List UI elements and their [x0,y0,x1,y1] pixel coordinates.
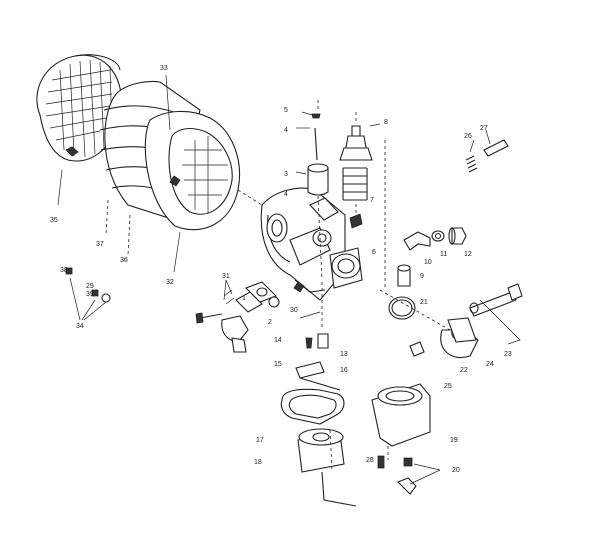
label-36: 36 [120,257,128,264]
label-32: 32 [166,279,174,286]
label-28: 28 [366,457,374,464]
label-4: 4 [284,127,288,134]
small-hardware-group [65,267,111,321]
label-24: 24 [486,361,494,368]
label-25: 25 [444,383,452,390]
idle-screw-spring [465,129,509,173]
label-9: 9 [420,273,424,280]
air-filter-housing [99,74,241,273]
float-bowl-group [280,383,441,507]
label-37: 37 [96,241,104,248]
label-8: 8 [384,119,388,126]
carb-cap-spring [339,112,386,290]
label-10: 10 [424,259,432,266]
label-29: 29 [86,283,94,290]
throttle-slide-assembly [295,100,329,281]
label-22: 22 [460,367,468,374]
label-39: 39 [86,291,94,298]
label-15: 15 [274,361,282,368]
fuel-valve-assembly [195,279,321,353]
jet-nut-parts [431,227,467,245]
label-3: 3 [284,171,288,178]
float-pin-parts [295,282,341,391]
label-34: 34 [76,323,84,330]
label-26: 26 [464,133,472,140]
label-11: 11 [440,251,447,258]
label-30: 30 [290,307,298,314]
label-20: 20 [452,467,460,474]
label-18: 18 [254,459,262,466]
label-19: 19 [450,437,458,444]
label-21: 21 [420,299,428,306]
label-16: 16 [340,367,348,374]
label-31: 31 [222,273,230,280]
label-17: 17 [256,437,264,444]
callout-labels: 1 2 3 4 5 6 7 8 9 10 11 12 13 14 15 16 1… [50,65,512,474]
label-7: 7 [370,197,374,204]
label-33: 33 [160,65,168,72]
carburetor-body [260,187,363,301]
label-6: 6 [372,249,376,256]
label-23: 23 [504,351,512,358]
label-13: 13 [340,351,348,358]
label-27: 27 [480,125,488,132]
label-14: 14 [274,337,282,344]
label-2: 2 [268,319,272,326]
vent-elbow-parts [388,231,431,320]
label-1: 1 [242,295,246,302]
label-38: 38 [60,267,68,274]
label-4-secondary: 4 [284,191,288,198]
label-35: 35 [50,217,58,224]
label-12: 12 [464,251,472,258]
label-5: 5 [284,107,288,114]
air-filter-cover [36,54,122,206]
manifold-clamp [379,283,523,358]
